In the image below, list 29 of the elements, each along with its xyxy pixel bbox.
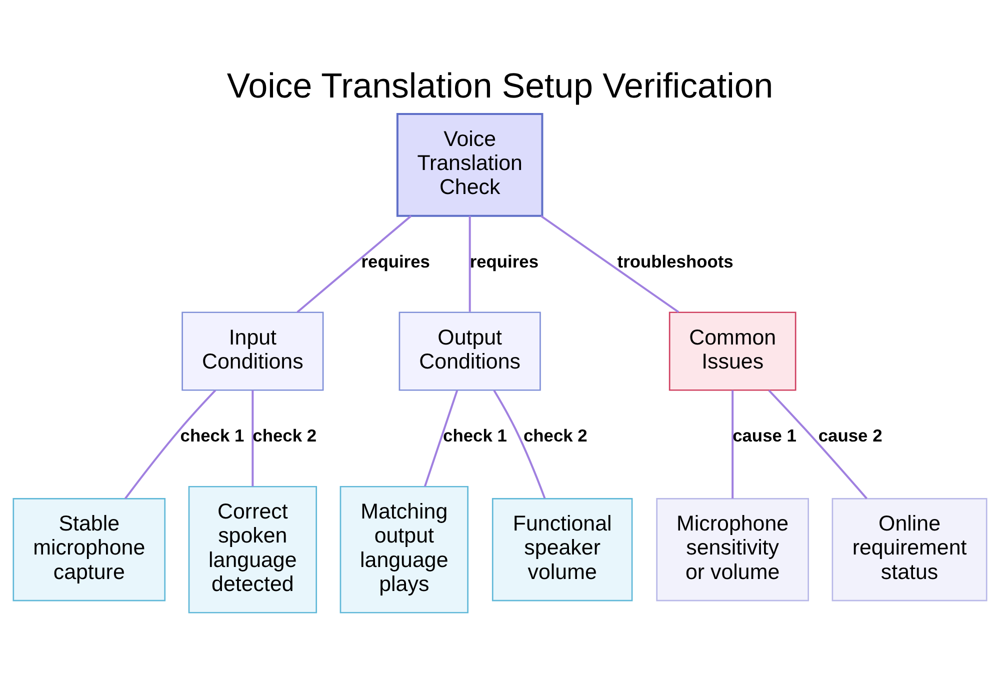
node-box: Input Conditions [182,311,324,390]
edge-label: cause 2 [818,425,882,446]
edge-label: requires [361,250,430,271]
connector [296,214,412,312]
node-box: Online requirement status [832,498,988,601]
connector [493,389,546,498]
edge-label: cause 1 [732,425,796,446]
edge-label: check 2 [252,425,317,446]
node-box: Output Conditions [398,311,541,390]
connector [768,389,868,499]
edge-label: requires [470,250,539,271]
edge-label: check 1 [443,425,507,446]
diagram-title: Voice Translation Setup Verification [226,66,774,106]
connector [252,390,254,486]
node-box: Stable microphone capture [12,498,166,601]
connector [732,390,734,498]
node-box: Microphone sensitivity or volume [656,498,809,601]
edge-label: check 2 [523,425,588,446]
connector [540,214,680,312]
node-box: Voice Translation Check [396,112,544,216]
node-box: Functional speaker volume [492,498,633,601]
connector [124,389,216,499]
connector [468,215,471,312]
node-box: Correct spoken language detected [188,485,318,613]
edge-label: troubleshoots [617,250,734,271]
edge-label: check 1 [180,425,244,446]
node-box: Common Issues [668,311,796,390]
connector [424,390,458,486]
node-box: Matching output language plays [340,485,468,613]
